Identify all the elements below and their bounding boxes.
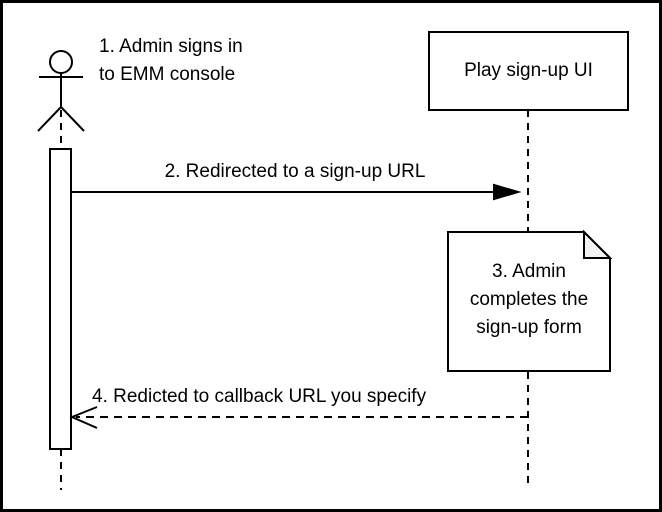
note-shape — [447, 229, 613, 372]
note-line-2: completes the — [469, 289, 589, 310]
actor-left-leg — [37, 106, 62, 132]
participant-play-signup-ui-label: Play sign-up UI — [464, 60, 593, 81]
note-fold-corner — [583, 229, 613, 259]
admin-activation-bar — [49, 148, 72, 450]
message-1-line-2: to EMM console — [99, 64, 236, 85]
message-4-arrow — [69, 406, 528, 429]
filled-arrowhead-icon — [493, 183, 522, 201]
actor-right-leg — [60, 106, 85, 132]
open-arrowhead-icon — [69, 406, 98, 429]
note-label: 3. Admin completes the sign-up form — [448, 258, 610, 342]
note-line-1: 3. Admin — [492, 261, 566, 282]
message-1-annotation: 1. Admin signs in to EMM console — [99, 33, 243, 89]
message-2-label: 2. Redirected to a sign-up URL — [164, 161, 426, 182]
note-outline — [447, 231, 611, 372]
message-4-label: 4. Redicted to callback URL you specify — [92, 386, 427, 407]
note-line-3: sign-up form — [476, 317, 582, 338]
play-signup-ui-box — [428, 31, 629, 111]
message-1-line-1: 1. Admin signs in — [99, 36, 243, 57]
actor-head — [49, 50, 73, 74]
actor-icon — [37, 50, 85, 132]
message-2-arrow — [72, 183, 522, 201]
